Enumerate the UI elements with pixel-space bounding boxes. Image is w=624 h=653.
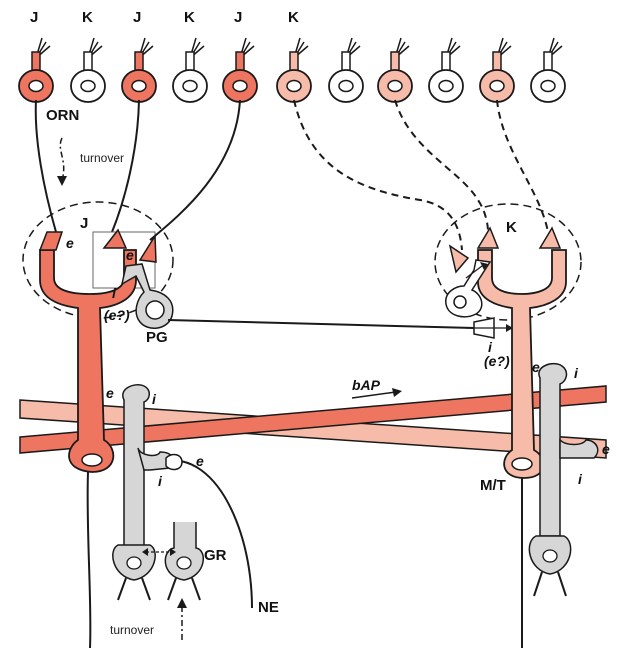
pg-cell-j	[120, 263, 513, 339]
synapse-mark-i: i	[574, 365, 579, 381]
gr-label: GR	[204, 547, 227, 564]
synapse-mark-i: i	[152, 391, 157, 407]
receptor-neuron: K	[276, 9, 312, 103]
glomerulus-j-label: J	[80, 215, 88, 232]
orn-axon-k3	[496, 99, 549, 233]
receptor-neuron-label: K	[184, 9, 195, 26]
orn-axon-j2	[111, 99, 140, 233]
orn-label: ORN	[46, 107, 79, 124]
lateral-dendrite-k	[19, 399, 607, 459]
turnover-label-bottom: turnover	[110, 623, 154, 637]
synapse-mark-e: e	[532, 359, 540, 375]
mt-label: M/T	[480, 477, 506, 494]
granule-cell-left-b	[164, 522, 205, 601]
receptor-neuron-label: J	[234, 9, 242, 26]
orn-axon-j3	[149, 99, 241, 241]
ne-fiber	[165, 459, 253, 609]
receptor-neuron-label: J	[133, 9, 141, 26]
mitral-cell-k	[448, 226, 567, 648]
receptor-neuron-label: K	[288, 9, 299, 26]
glomerulus-k-label: K	[506, 219, 517, 236]
granule-cell-right	[528, 362, 599, 597]
synapse-mark-e: e	[602, 441, 610, 457]
ne-terminal	[165, 453, 183, 471]
receptor-neuron: J	[18, 9, 54, 103]
synapse-mark-i: i	[578, 471, 583, 487]
turnover-arrowhead-bottom	[177, 598, 187, 608]
turnover-label-top: turnover	[80, 151, 124, 165]
orn-axon-k1	[293, 99, 463, 251]
synapse-mark-i: i	[158, 473, 163, 489]
receptor-neuron	[428, 37, 464, 103]
receptor-neuron	[530, 37, 566, 103]
glomerulus-k-outline	[434, 203, 582, 321]
ne-label: NE	[258, 599, 279, 616]
synapse-mark-e: e	[126, 247, 134, 263]
pg-cell-k	[445, 259, 492, 318]
synapse-mark-e: e	[196, 453, 204, 469]
receptor-neuron: J	[121, 9, 157, 103]
receptor-neuron-label: J	[30, 9, 38, 26]
receptor-neuron	[479, 37, 515, 103]
synapse-mark-i: i	[488, 339, 493, 355]
receptor-neuron	[328, 37, 364, 103]
orn-axon-k2	[394, 99, 489, 233]
receptor-neuron-label: K	[82, 9, 93, 26]
turnover-arrow-top	[59, 137, 65, 181]
lateral-dendrite-j	[19, 385, 607, 454]
synapse-mark-i: i	[112, 285, 117, 301]
synapse-mark-e-q: (e?)	[484, 353, 510, 369]
receptor-neuron: J	[222, 9, 258, 103]
mitral-cell-j	[38, 228, 157, 649]
bap-arrow	[351, 391, 397, 399]
pg-label: PG	[146, 329, 168, 346]
receptor-neuron: K	[70, 9, 106, 103]
turnover-arrowhead-top	[57, 176, 67, 186]
bap-label: bAP	[352, 377, 381, 393]
synapse-mark-e: e	[66, 235, 74, 251]
synapse-mark-e-q: (e?)	[104, 307, 130, 323]
orn-axon-j1	[34, 99, 57, 233]
receptor-neuron: K	[172, 9, 208, 103]
receptor-neuron	[377, 37, 413, 103]
synapse-mark-e: e	[106, 385, 114, 401]
